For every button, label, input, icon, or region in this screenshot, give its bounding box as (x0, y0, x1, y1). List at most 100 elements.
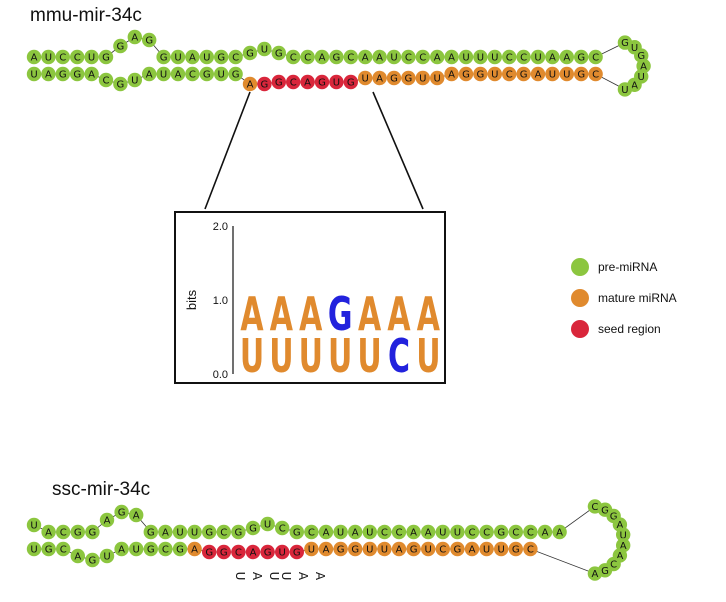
logo-frame (174, 211, 446, 384)
nucleotide-letter: U (176, 528, 183, 539)
nucleotide-letter: A (247, 80, 254, 91)
nucleotide-circle (343, 74, 358, 90)
nucleotide-circle (245, 544, 261, 560)
nucleotide-circle (523, 524, 538, 540)
nucleotide-letter: G (203, 70, 211, 81)
nucleotide-circle (464, 524, 480, 540)
nucleotide-circle (406, 524, 421, 540)
nucleotide-letter: U (477, 53, 484, 64)
nucleotide-letter: G (73, 70, 81, 81)
nucleotide-letter: C (290, 78, 297, 89)
nucleotide-circle (464, 541, 480, 557)
nucleotide-letter: A (556, 528, 563, 539)
mmu-bottom-nt: G (314, 74, 330, 90)
nucleotide-letter: G (293, 528, 301, 539)
nucleotide-letter: C (290, 53, 297, 64)
nucleotide-letter: C (512, 528, 519, 539)
nucleotide-letter: G (261, 80, 269, 91)
nucleotide-letter: U (88, 53, 95, 64)
nucleotide-letter: U (366, 528, 373, 539)
mmu-bottom-nt: A (300, 74, 315, 90)
nucleotide-letter: A (250, 548, 257, 559)
nucleotide-circle (98, 49, 114, 65)
nucleotide-letter: G (610, 512, 618, 523)
mmu-top-nt: U (41, 49, 56, 65)
nucleotide-letter: G (390, 74, 398, 85)
nucleotide-letter: U (454, 528, 461, 539)
ssc-top-nt: G (143, 524, 158, 540)
nucleotide-circle (286, 49, 301, 65)
legend-label: seed region (598, 322, 661, 336)
nucleotide-circle (242, 76, 258, 92)
nucleotide-circle (574, 66, 589, 82)
ssc-free-letter: U (267, 572, 281, 581)
mmu-top-nt: A (127, 29, 142, 45)
nucleotide-circle (214, 49, 229, 65)
nucleotide-circle (70, 66, 85, 82)
nucleotide-circle (487, 49, 502, 65)
nucleotide-letter: U (160, 70, 167, 81)
mmu-bottom-nt: G (70, 66, 85, 82)
nucleotide-circle (242, 45, 258, 61)
nucleotide-circle (473, 66, 488, 82)
mmu-top-nt: A (358, 49, 373, 65)
nucleotide-letter: A (319, 53, 326, 64)
mmu-bottom-nt: U (214, 66, 229, 82)
nucleotide-circle (170, 49, 186, 65)
mmu-top-nt: G (98, 49, 114, 65)
nucleotide-letter: U (498, 545, 505, 556)
ssc-bottom-nt: C (435, 541, 450, 557)
nucleotide-letter: G (347, 78, 355, 89)
mmu-bottom-nt: C (588, 66, 603, 82)
logo-letter-bottom: U (328, 330, 352, 383)
nucleotide-circle (494, 524, 509, 540)
nucleotide-circle (406, 541, 421, 557)
ssc-top-nt: A (129, 507, 144, 523)
mmu-top-nt: U (257, 41, 272, 57)
nucleotide-circle (372, 49, 387, 65)
nucleotide-circle (587, 566, 603, 581)
ssc-top-nt: A (41, 524, 56, 540)
nucleotide-circle (55, 49, 70, 65)
nucleotide-letter: A (396, 545, 403, 556)
ssc-bottom-nt: A (391, 541, 407, 557)
logo-y-label: bits (184, 289, 199, 310)
nucleotide-circle (289, 524, 304, 540)
nucleotide-letter: A (631, 80, 638, 91)
nucleotide-circle (314, 74, 330, 90)
mmu-bottom-nt: A (530, 66, 546, 82)
nucleotide-circle (314, 49, 330, 65)
mmu-top-nt: U (386, 49, 402, 65)
nucleotide-letter: U (362, 74, 369, 85)
nucleotide-circle (257, 76, 272, 92)
logo-letter-top: A (270, 288, 294, 341)
mmu-bottom-nt: G (271, 74, 286, 90)
ssc-top-nt: C (464, 524, 480, 540)
nucleotide-letter: C (59, 53, 66, 64)
nucleotide-letter: A (323, 545, 330, 556)
mmu-top-nt: C (502, 49, 517, 65)
nucleotide-circle (85, 524, 100, 540)
zoom-line-left (204, 91, 251, 210)
nucleotide-letter: G (410, 545, 418, 556)
mmu-top-nt: C (401, 49, 416, 65)
ssc-bottom-nt: U (129, 541, 144, 557)
nucleotide-circle (348, 524, 363, 540)
nucleotide-circle (304, 541, 319, 557)
mmu-bottom-nt: A (372, 70, 387, 86)
ssc-bottom-nt: U (377, 541, 392, 557)
mmu-bottom-nt: A (142, 66, 157, 82)
nucleotide-circle (228, 66, 243, 82)
mmu-bottom-nt: U (545, 66, 560, 82)
nucleotide-circle (70, 49, 85, 65)
nucleotide-circle (55, 66, 70, 82)
mmu-bottom-nt: C (502, 66, 517, 82)
nucleotide-letter: G (147, 545, 155, 556)
nucleotide-circle (362, 524, 377, 540)
nucleotide-letter: A (410, 528, 417, 539)
nucleotide-letter: G (118, 508, 126, 519)
nucleotide-circle (421, 524, 436, 540)
